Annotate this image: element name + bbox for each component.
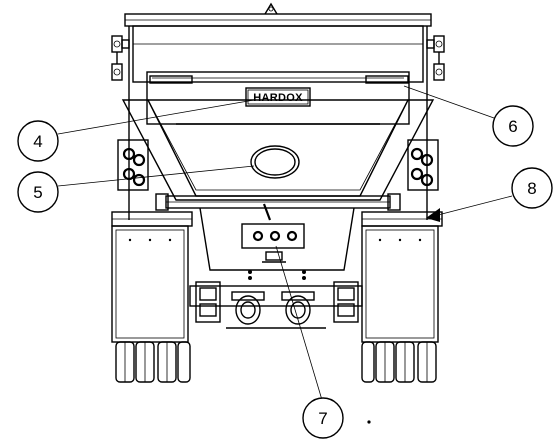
rear-bumper bbox=[155, 193, 401, 221]
callout-7-label: 7 bbox=[318, 409, 327, 428]
right-mud-flap bbox=[361, 225, 439, 343]
right-dual-tires bbox=[361, 341, 437, 383]
left-tail-light-cluster bbox=[117, 139, 149, 191]
right-hinges bbox=[426, 35, 445, 81]
callout-6-label: 6 bbox=[508, 117, 517, 136]
stray-dot bbox=[367, 420, 371, 424]
brand-plate-text: HARDOX bbox=[253, 92, 303, 104]
callout-5: 5 bbox=[17, 171, 59, 213]
right-tail-light-cluster bbox=[407, 139, 439, 191]
left-hinges bbox=[111, 35, 130, 81]
callout-8-label: 8 bbox=[527, 179, 536, 198]
callout-leaders bbox=[57, 85, 513, 401]
callout-6: 6 bbox=[492, 105, 534, 147]
chassis-center bbox=[199, 207, 355, 280]
callout-7: 7 bbox=[302, 397, 344, 439]
callout-8: 8 bbox=[511, 167, 553, 209]
axle-hardware bbox=[189, 281, 363, 329]
callout-5-label: 5 bbox=[33, 183, 42, 202]
left-mud-flap bbox=[111, 225, 189, 343]
brand-plate: HARDOX bbox=[245, 87, 311, 107]
left-dual-tires bbox=[115, 341, 191, 383]
callout-4-label: 4 bbox=[33, 132, 42, 151]
callout-4: 4 bbox=[17, 120, 59, 162]
dump-body bbox=[121, 2, 435, 220]
